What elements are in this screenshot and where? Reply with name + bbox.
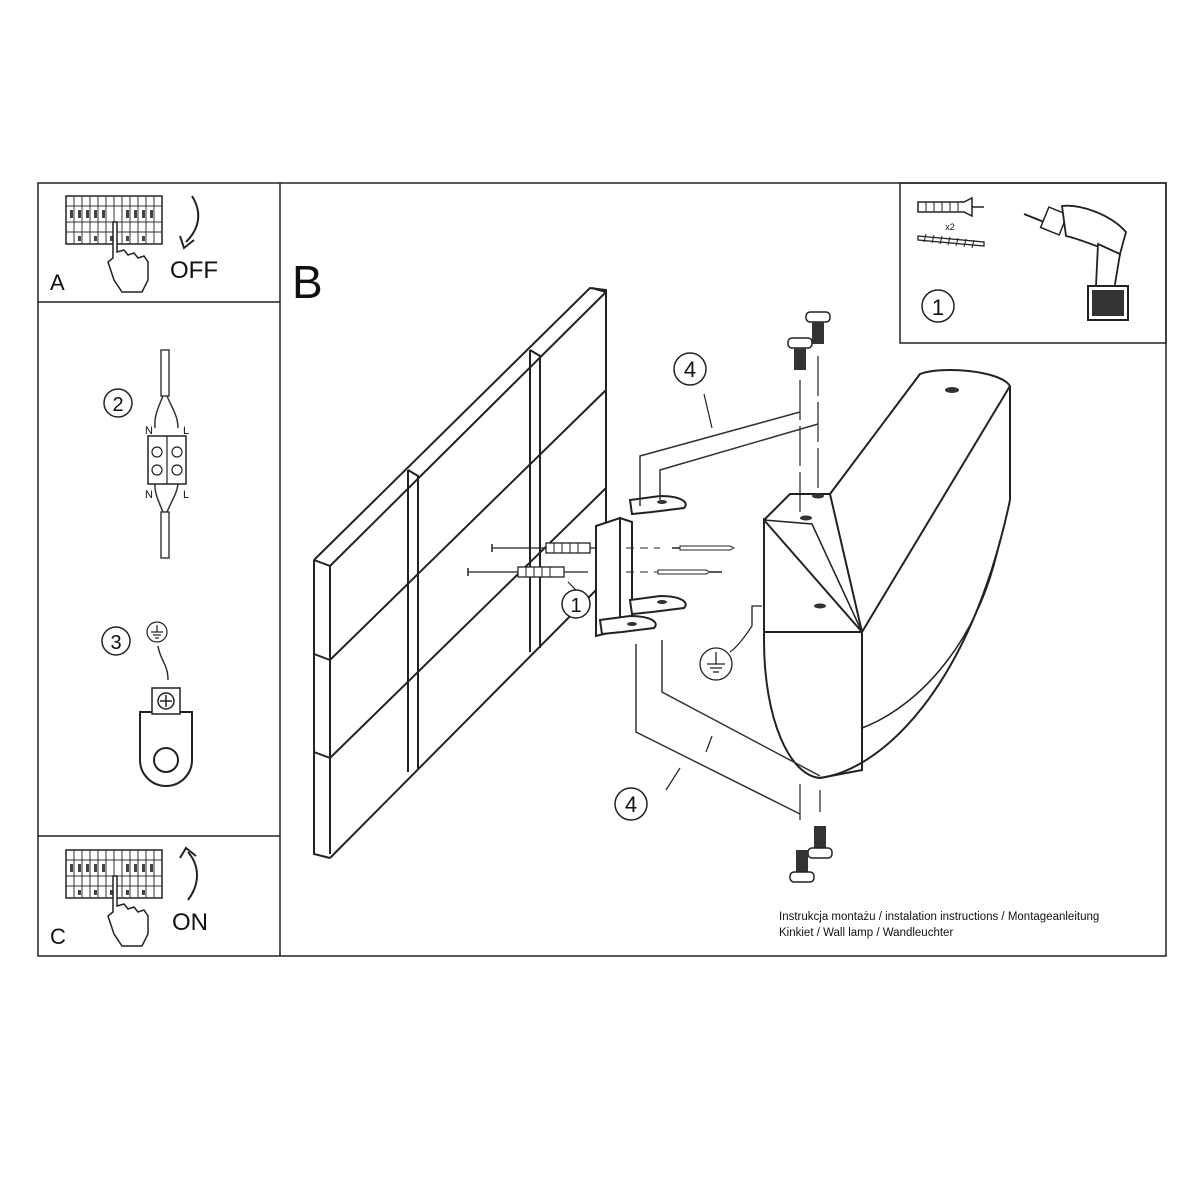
- wall-lamp: [729, 369, 1011, 780]
- ground-terminal-icon: [139, 687, 193, 787]
- panel-c-letter: C: [50, 924, 66, 949]
- bolt-icon: [787, 337, 813, 370]
- step-1-tools-number: 1: [932, 295, 944, 320]
- step-2-number: 2: [112, 394, 123, 416]
- sheet-frame: [37, 182, 1167, 957]
- wall-anchor-icon: [917, 196, 984, 218]
- rotate-up-arrow-icon: [179, 846, 198, 901]
- tools-box: x2 1: [917, 196, 1129, 323]
- screw-icon: [657, 569, 722, 575]
- bolt-icon: [789, 850, 815, 883]
- wiring-step: 2 N L N L: [103, 349, 189, 559]
- hand-icon: [107, 875, 149, 947]
- ground-step: 3: [101, 621, 193, 787]
- step-4-top-number: 4: [684, 357, 696, 382]
- panel-c: C ON: [50, 846, 208, 949]
- wire-n-top-label: N: [145, 425, 153, 437]
- screw-icon: [672, 545, 736, 551]
- panel-b-letter: B: [292, 256, 323, 308]
- step-3-number: 3: [110, 632, 121, 654]
- panel-a: A OFF: [50, 195, 218, 295]
- ground-symbol-icon: [699, 647, 733, 681]
- breaker-box-icon: [65, 195, 163, 245]
- panel-a-letter: A: [50, 270, 65, 295]
- terminal-block-icon: [147, 435, 187, 485]
- dowel-icon: [517, 566, 565, 578]
- hand-icon: [107, 221, 149, 293]
- ground-wire-icon: [157, 645, 169, 681]
- wall-anchors: 1: [467, 542, 608, 619]
- bottom-screws: 4: [614, 640, 833, 883]
- caption-line-1: Instrukcja montażu / instalation instruc…: [779, 911, 1099, 923]
- bolt-icon: [805, 311, 831, 344]
- mounting-bracket: [595, 494, 736, 638]
- on-label: ON: [172, 909, 208, 936]
- top-screws: 4: [639, 311, 831, 516]
- anchor-quantity-label: x2: [945, 222, 955, 232]
- bolt-icon: [807, 826, 833, 859]
- drill-icon: [1023, 204, 1129, 321]
- wire-l-top-label: L: [183, 425, 189, 437]
- wall-panels: [313, 286, 607, 859]
- dowel-icon: [545, 542, 591, 554]
- step-4-bottom-number: 4: [625, 792, 637, 817]
- ground-symbol-icon: [146, 621, 168, 643]
- screw-icon: [917, 233, 985, 249]
- wire-n-bottom-label: N: [145, 489, 153, 501]
- off-label: OFF: [170, 257, 218, 284]
- rotate-down-arrow-icon: [179, 195, 200, 250]
- caption-line-2: Kinkiet / Wall lamp / Wandleuchter: [779, 927, 953, 939]
- wire-l-bottom-label: L: [183, 489, 189, 501]
- step-1-bracket-number: 1: [570, 595, 581, 617]
